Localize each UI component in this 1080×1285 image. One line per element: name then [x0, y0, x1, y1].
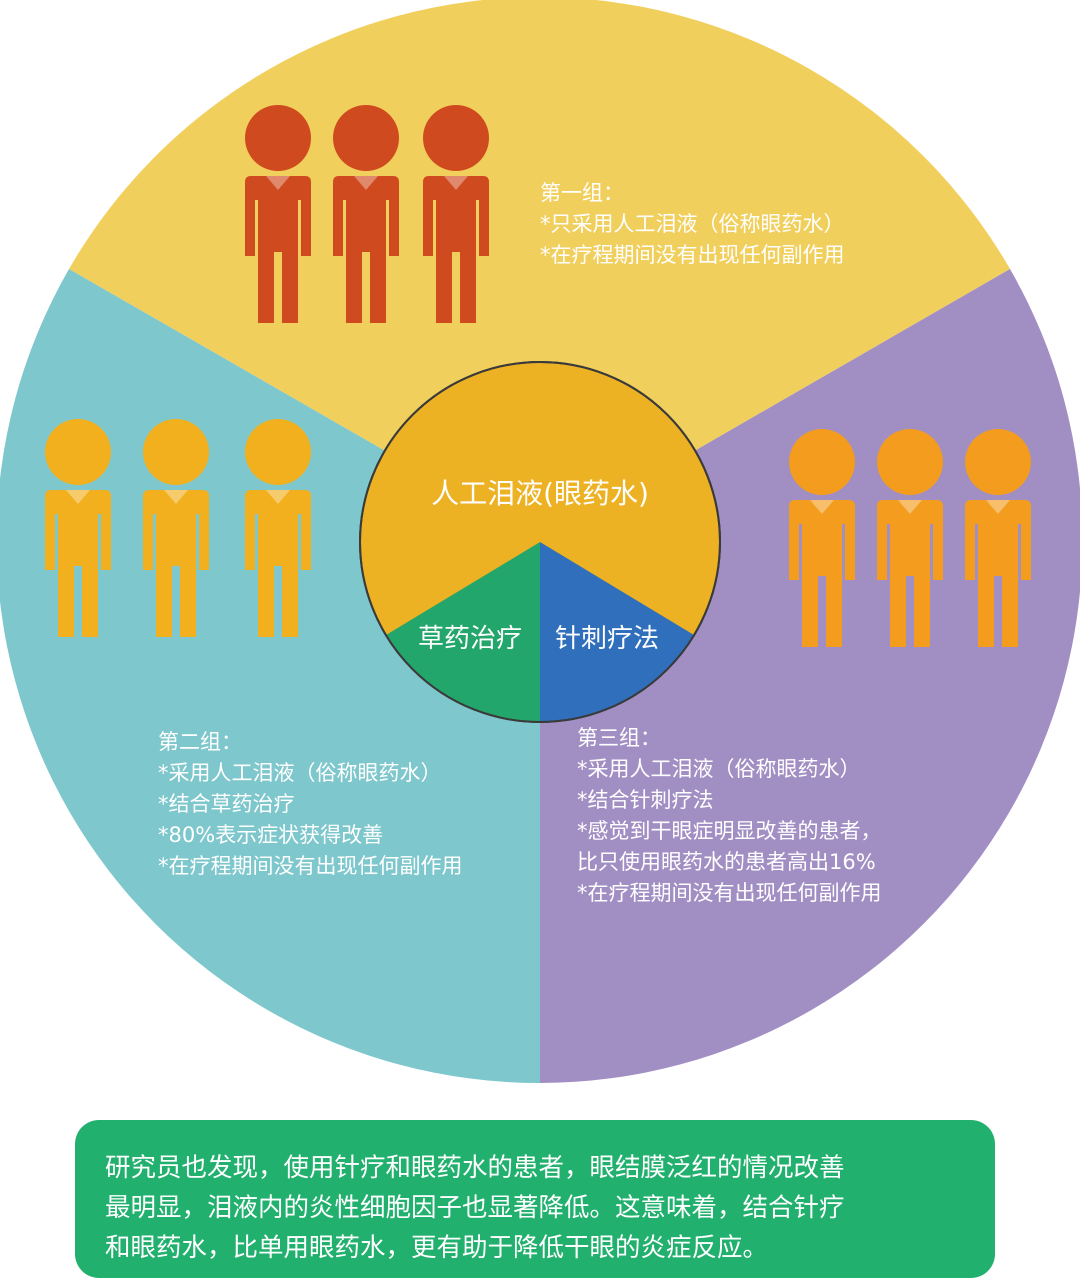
center-circle	[359, 361, 721, 723]
center-label-acupuncture: 针刺疗法	[554, 624, 659, 654]
group3-title: 第三组：	[577, 726, 661, 750]
group2-note: *80%表示症状获得改善	[158, 823, 384, 847]
center-label-artificial-tears: 人工泪液(眼药水)	[431, 477, 649, 510]
group1-notes: 第一组： *只采用人工泪液（俗称眼药水） *在疗程期间没有出现任何副作用	[540, 178, 845, 271]
group2-note: *结合草药治疗	[158, 792, 295, 816]
group2-note: *采用人工泪液（俗称眼药水）	[158, 761, 442, 785]
group3-note: *采用人工泪液（俗称眼药水）	[577, 757, 861, 781]
center-wedge-acupuncture	[540, 542, 694, 722]
group3-notes: 第三组： *采用人工泪液（俗称眼药水） *结合针刺疗法 *感觉到干眼症明显改善的…	[577, 723, 882, 909]
group2-title: 第二组：	[158, 730, 242, 754]
conclusion-box: 研究员也发现，使用针疗和眼药水的患者，眼结膜泛红的情况改善 最明显，泪液内的炎性…	[75, 1120, 995, 1278]
group1-note: *只采用人工泪液（俗称眼药水）	[540, 212, 845, 236]
center-label-herbal: 草药治疗	[417, 624, 522, 654]
conclusion-line: 研究员也发现，使用针疗和眼药水的患者，眼结膜泛红的情况改善	[105, 1153, 845, 1183]
group3-note: *感觉到干眼症明显改善的患者，	[577, 819, 882, 843]
conclusion-line: 最明显，泪液内的炎性细胞因子也显著降低。这意味着，结合针疗	[105, 1193, 845, 1223]
group3-note: 比只使用眼药水的患者高出16%	[577, 850, 876, 874]
three-group-diagram	[0, 0, 1080, 1083]
group3-note: *结合针刺疗法	[577, 788, 714, 812]
group3-note: *在疗程期间没有出现任何副作用	[577, 881, 882, 905]
group2-note: *在疗程期间没有出现任何副作用	[158, 854, 463, 878]
conclusion-line: 和眼药水，比单用眼药水，更有助于降低干眼的炎症反应。	[105, 1233, 769, 1263]
center-wedge-herbal	[386, 542, 540, 722]
group1-note: *在疗程期间没有出现任何副作用	[540, 243, 845, 267]
group2-notes: 第二组： *采用人工泪液（俗称眼药水） *结合草药治疗 *80%表示症状获得改善…	[158, 727, 463, 882]
group1-title: 第一组：	[540, 181, 624, 205]
